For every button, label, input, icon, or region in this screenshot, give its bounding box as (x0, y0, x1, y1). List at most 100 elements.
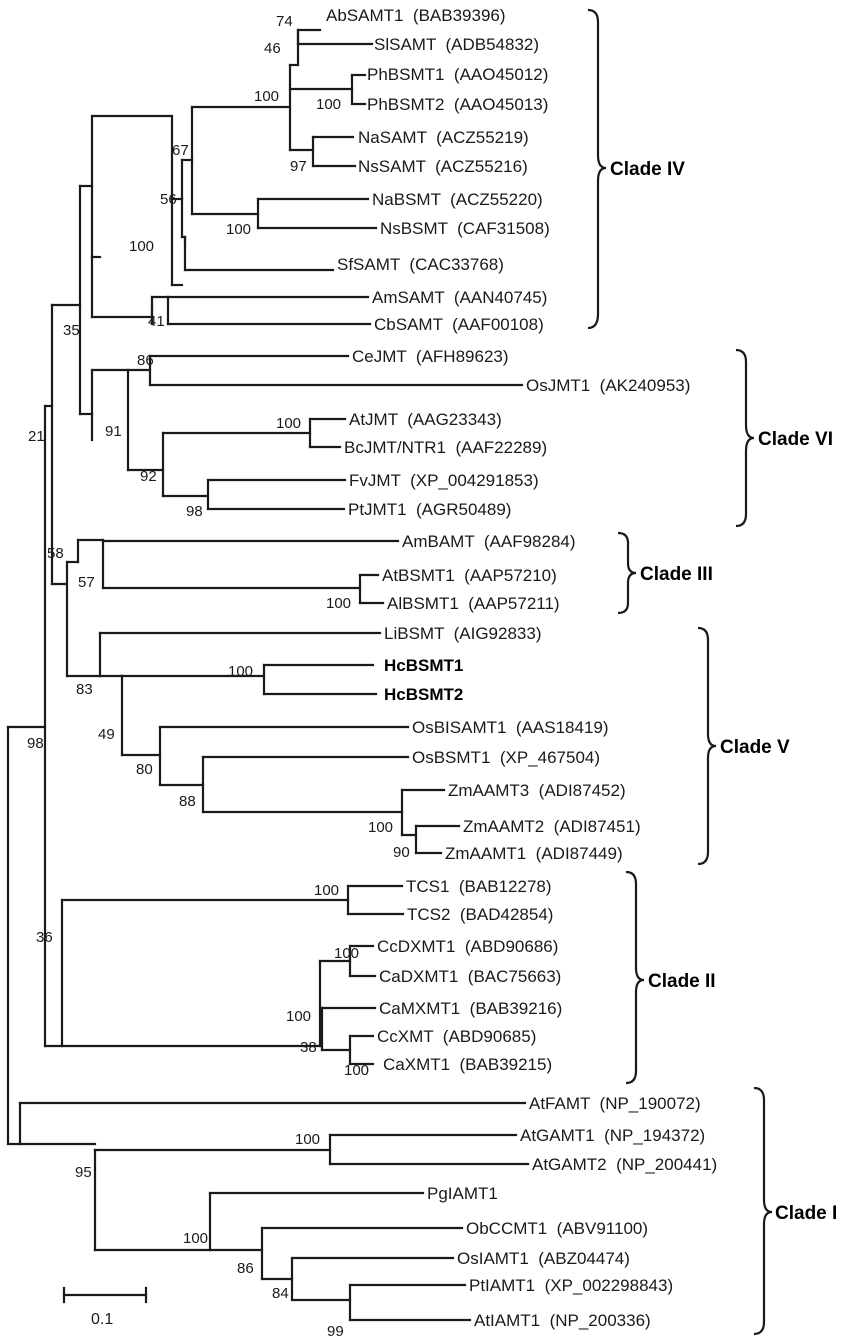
bootstrap-label: 100 (368, 819, 393, 836)
taxon-label: CaDXMT1 (BAC75663) (379, 967, 561, 986)
taxon-label: ObCCMT1 (ABV91100) (466, 1219, 648, 1238)
bootstrap-label: 95 (75, 1164, 92, 1181)
taxon-label: PtIAMT1 (XP_002298843) (469, 1276, 673, 1295)
bootstrap-label: 83 (76, 681, 93, 698)
clade-i-label: Clade I (775, 1203, 837, 1224)
clade-v-brace (697, 626, 717, 866)
clade-ii-label: Clade II (648, 971, 716, 992)
bootstrap-label: 90 (393, 844, 410, 861)
bootstrap-label: 100 (334, 945, 359, 962)
taxon-label: NsSAMT (ACZ55216) (358, 157, 528, 176)
taxon-label: OsIAMT1 (ABZ04474) (457, 1249, 630, 1268)
taxon-label: AtJMT (AAG23343) (349, 410, 502, 429)
taxon-label: CcDXMT1 (ABD90686) (377, 937, 558, 956)
bootstrap-label: 86 (137, 352, 154, 369)
bootstrap-label: 35 (63, 322, 80, 339)
bootstrap-label: 100 (254, 88, 279, 105)
taxon-label: TCS1 (BAB12278) (406, 877, 552, 896)
taxon-label: SlSAMT (ADB54832) (374, 35, 539, 54)
clade-vi-brace (735, 348, 755, 528)
clade-iv-brace (587, 8, 607, 330)
bootstrap-label: 100 (344, 1062, 369, 1079)
bootstrap-label: 57 (78, 574, 95, 591)
bootstrap-label: 56 (160, 191, 177, 208)
taxon-label: SfSAMT (CAC33768) (337, 255, 504, 274)
bootstrap-label: 86 (237, 1260, 254, 1277)
taxon-label: ZmAAMT1 (ADI87449) (445, 844, 623, 863)
bootstrap-label: 74 (276, 13, 293, 30)
taxon-label: OsBISAMT1 (AAS18419) (412, 718, 609, 737)
clade-vi-label: Clade VI (758, 429, 833, 450)
taxon-label: AtGAMT1 (NP_194372) (520, 1126, 705, 1145)
taxon-label: PtJMT1 (AGR50489) (348, 500, 511, 519)
bootstrap-label: 100 (286, 1008, 311, 1025)
bootstrap-label: 38 (300, 1039, 317, 1056)
taxon-label: PhBSMT1 (AAO45012) (367, 65, 548, 84)
scale-bar: 0.1 (62, 1286, 148, 1328)
bootstrap-label: 67 (172, 142, 189, 159)
taxon-label: AtBSMT1 (AAP57210) (382, 566, 557, 585)
bootstrap-label: 41 (148, 313, 165, 330)
clade-iii-label: Clade III (640, 564, 713, 585)
bootstrap-label: 84 (272, 1285, 289, 1302)
bootstrap-label: 100 (228, 663, 253, 680)
taxon-label: AtIAMT1 (NP_200336) (474, 1311, 651, 1330)
taxon-label: AlBSMT1 (AAP57211) (387, 594, 560, 613)
bootstrap-label: 80 (136, 761, 153, 778)
taxon-label: OsJMT1 (AK240953) (526, 376, 690, 395)
taxon-label: ZmAAMT3 (ADI87452) (448, 781, 626, 800)
bootstrap-label: 88 (179, 793, 196, 810)
clade-ii-brace (625, 870, 645, 1085)
bootstrap-label: 100 (326, 595, 351, 612)
bootstrap-label: 100 (276, 415, 301, 432)
taxon-label: AmBAMT (AAF98284) (402, 532, 576, 551)
clade-v-label: Clade V (720, 737, 790, 758)
taxon-label: OsBSMT1 (XP_467504) (412, 748, 600, 767)
taxon-label: AbSAMT1 (BAB39396) (326, 6, 506, 25)
bootstrap-label: 98 (27, 735, 44, 752)
taxon-label: CbSAMT (AAF00108) (374, 315, 544, 334)
bootstrap-label: 99 (327, 1323, 344, 1339)
taxon-label: AtFAMT (NP_190072) (529, 1094, 701, 1113)
bootstrap-label: 97 (290, 158, 307, 175)
bootstrap-label: 46 (264, 40, 281, 57)
bootstrap-label: 91 (105, 423, 122, 440)
taxon-label: FvJMT (XP_004291853) (349, 471, 539, 490)
bootstrap-label: 100 (129, 238, 154, 255)
taxon-label: AtGAMT2 (NP_200441) (532, 1155, 717, 1174)
taxon-label-highlight: HcBSMT1 (384, 656, 463, 675)
tree-branches (6, 28, 530, 1322)
bootstrap-label: 58 (47, 545, 64, 562)
clade-i-brace (753, 1086, 773, 1336)
bootstrap-label: 21 (28, 428, 45, 445)
taxon-label: CaMXMT1 (BAB39216) (379, 999, 562, 1018)
taxon-label: NaSAMT (ACZ55219) (358, 128, 529, 147)
taxon-label: PhBSMT2 (AAO45013) (367, 95, 548, 114)
bootstrap-label: 92 (140, 468, 157, 485)
taxon-label: NaBSMT (ACZ55220) (372, 190, 543, 209)
bootstrap-label: 100 (226, 221, 251, 238)
taxon-label: TCS2 (BAD42854) (407, 905, 553, 924)
taxon-label: AmSAMT (AAN40745) (372, 288, 547, 307)
taxon-label: PgIAMT1 (427, 1184, 498, 1203)
bootstrap-label: 49 (98, 726, 115, 743)
bootstrap-label: 100 (314, 882, 339, 899)
bootstrap-label: 100 (316, 96, 341, 113)
bootstrap-label: 36 (36, 929, 53, 946)
bootstrap-label: 100 (183, 1230, 208, 1247)
taxon-label-highlight: HcBSMT2 (384, 685, 463, 704)
taxon-label: LiBSMT (AIG92833) (384, 624, 541, 643)
bootstrap-label: 98 (186, 503, 203, 520)
taxon-label: CaXMT1 (BAB39215) (383, 1055, 552, 1074)
taxa-labels: AbSAMT1 (BAB39396) SlSAMT (ADB54832) PhB… (326, 6, 717, 1330)
clade-iv-label: Clade IV (610, 159, 685, 180)
bootstrap-label: 100 (295, 1131, 320, 1148)
clade-labels: Clade IV Clade VI Clade III Clade V Clad… (610, 159, 837, 1224)
bootstrap-values: 74 46 100 100 97 67 56 100 100 41 35 86 … (27, 13, 410, 1339)
taxon-label: CcXMT (ABD90685) (377, 1027, 536, 1046)
clade-iii-brace (617, 531, 637, 615)
scale-bar-label: 0.1 (91, 1311, 113, 1328)
taxon-label: BcJMT/NTR1 (AAF22289) (344, 438, 547, 457)
taxon-label: CeJMT (AFH89623) (352, 347, 509, 366)
